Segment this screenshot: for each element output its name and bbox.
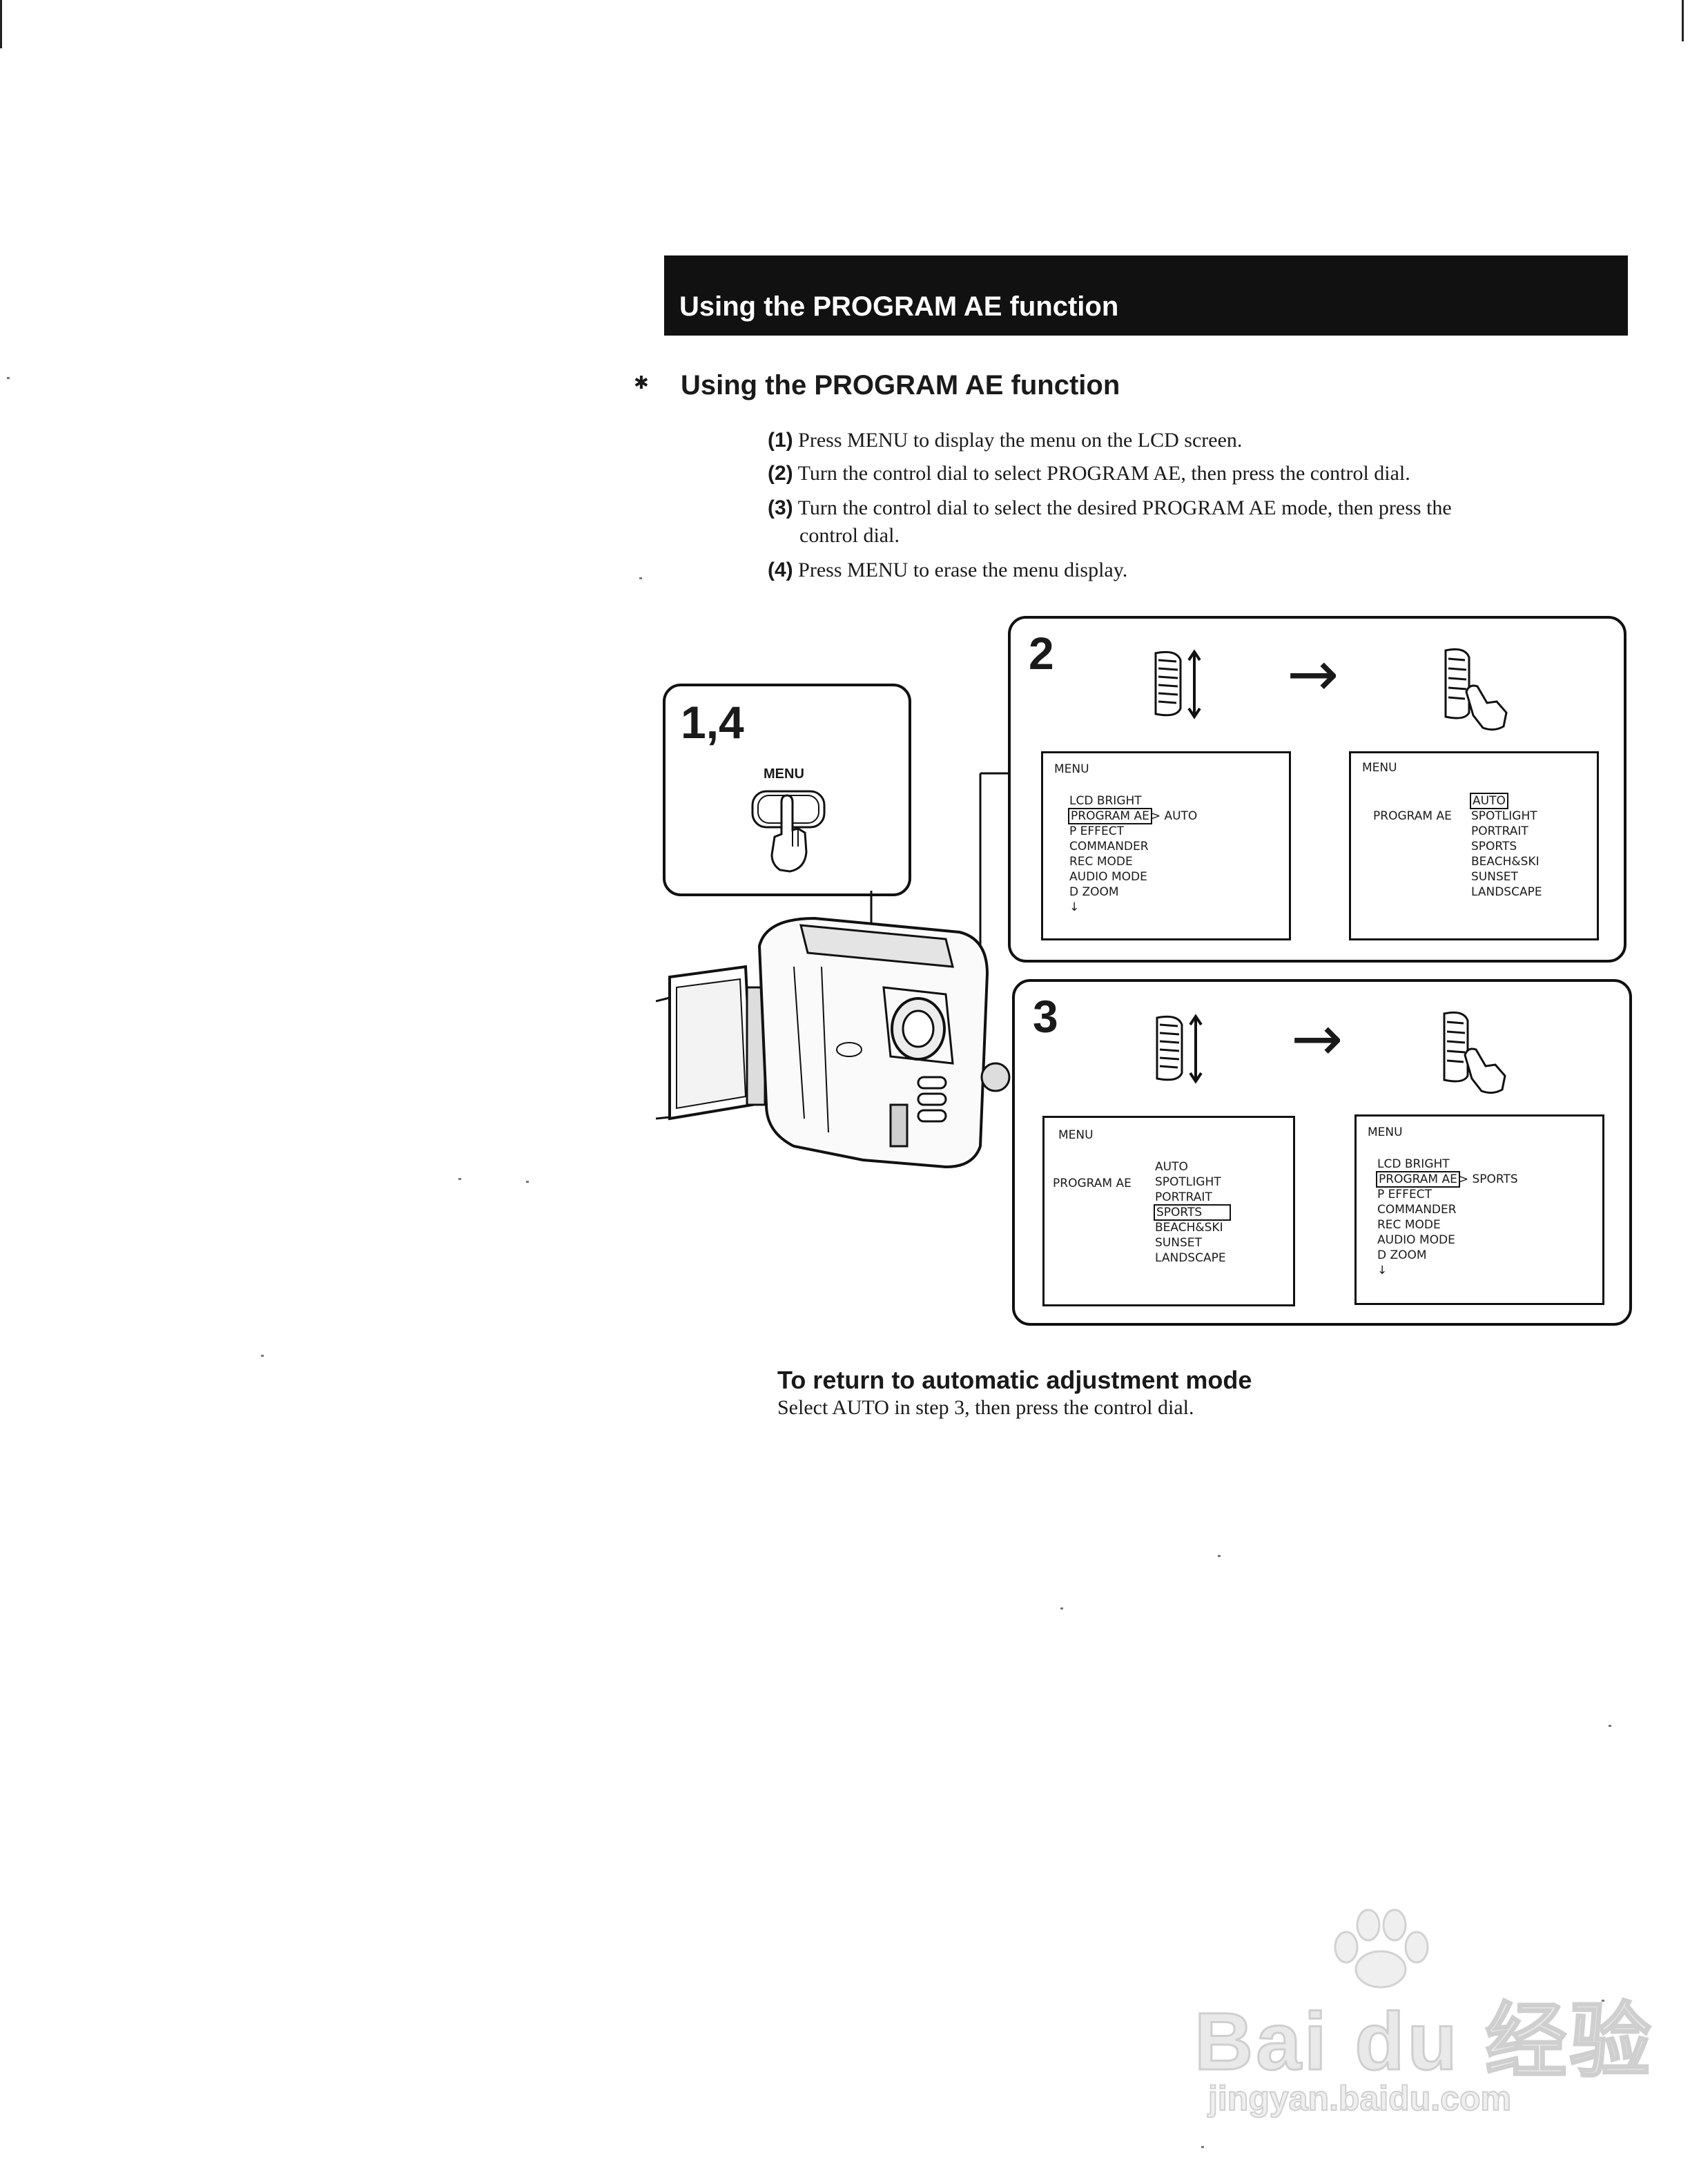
watermark-logo: Bai du 经验 bbox=[1193, 1995, 1654, 2089]
control-dial-press-icon bbox=[1443, 1011, 1506, 1094]
menu-item: LCD BRIGHT bbox=[1069, 794, 1142, 808]
menu-item: D ZOOM bbox=[1069, 885, 1119, 899]
option: SPORTS bbox=[1471, 840, 1517, 853]
menu-screen-3a: MENU PROGRAM AE AUTO SPOTLIGHT PORTRAIT … bbox=[1042, 1116, 1295, 1306]
paw-watermark-icon bbox=[1334, 1908, 1429, 1989]
menu-button-label: MENU bbox=[764, 766, 804, 782]
option: AUTO bbox=[1155, 1160, 1188, 1174]
scroll-down-arrow-icon: ↓ bbox=[1069, 900, 1080, 914]
step-box-3: 3 → MENU PROGRAM AE AUTO SPOTLIGHT PORTR… bbox=[1012, 979, 1632, 1326]
menu-label: PROGRAM AE bbox=[1373, 809, 1452, 823]
menu-screen-3b: MENU LCD BRIGHT PROGRAM AE> SPORTS P EFF… bbox=[1354, 1114, 1604, 1305]
step-text: Turn the control dial to select PROGRAM … bbox=[797, 462, 1410, 485]
arrow-right-icon: → bbox=[1287, 638, 1339, 711]
step-text: Turn the control dial to select the desi… bbox=[797, 496, 1452, 519]
step-number: (1) bbox=[768, 429, 793, 452]
return-mode-text: Select AUTO in step 3, then press the co… bbox=[777, 1396, 1194, 1419]
bullet-star-icon: ✱ bbox=[634, 373, 649, 394]
cursor-arrow-icon: > bbox=[1150, 809, 1161, 823]
menu-item: AUDIO MODE bbox=[1069, 870, 1147, 884]
step-3: (3) Turn the control dial to select the … bbox=[768, 494, 1452, 550]
step-box-label: 2 bbox=[1029, 628, 1054, 679]
crop-mark bbox=[1682, 0, 1684, 41]
step-number: (2) bbox=[768, 462, 793, 485]
menu-item: REC MODE bbox=[1377, 1218, 1441, 1232]
control-dial-turn-icon bbox=[1156, 1014, 1203, 1084]
screen-title: MENU bbox=[1362, 761, 1397, 775]
option: PORTRAIT bbox=[1471, 824, 1528, 838]
step-number: (3) bbox=[768, 496, 793, 519]
screen-title: MENU bbox=[1368, 1125, 1403, 1139]
menu-label: PROGRAM AE bbox=[1053, 1177, 1131, 1190]
header-title: Using the PROGRAM AE function bbox=[679, 291, 1119, 322]
control-dial-turn-icon bbox=[1154, 649, 1201, 719]
cursor-arrow-icon: > bbox=[1458, 1172, 1469, 1186]
screen-title: MENU bbox=[1054, 762, 1089, 776]
option: LANDSCAPE bbox=[1155, 1251, 1226, 1265]
step-text-continued: control dial. bbox=[799, 524, 900, 547]
menu-item: REC MODE bbox=[1069, 855, 1133, 869]
step-text: Press MENU to display the menu on the LC… bbox=[798, 429, 1243, 452]
section-title: Using the PROGRAM AE function bbox=[681, 370, 1120, 400]
option-selected: AUTO bbox=[1470, 793, 1508, 809]
menu-screen-2b: MENU PROGRAM AE AUTO SPOTLIGHT PORTRAIT … bbox=[1349, 751, 1599, 940]
menu-item: D ZOOM bbox=[1377, 1248, 1427, 1262]
option-selected: SPORTS bbox=[1153, 1204, 1232, 1221]
menu-item: LCD BRIGHT bbox=[1377, 1157, 1450, 1171]
menu-item: P EFFECT bbox=[1069, 824, 1124, 838]
crop-mark bbox=[0, 0, 2, 48]
step-2: (2) Turn the control dial to select PROG… bbox=[768, 460, 1410, 487]
option: PORTRAIT bbox=[1155, 1190, 1212, 1204]
option: SUNSET bbox=[1155, 1236, 1202, 1250]
camcorder-illustration bbox=[656, 772, 1011, 1169]
menu-item: P EFFECT bbox=[1377, 1188, 1432, 1201]
return-mode-heading: To return to automatic adjustment mode bbox=[777, 1366, 1252, 1394]
step-number: (4) bbox=[768, 559, 793, 581]
option: SUNSET bbox=[1471, 870, 1518, 884]
menu-screen-2a: MENU LCD BRIGHT PROGRAM AE> AUTO P EFFEC… bbox=[1041, 751, 1291, 940]
screen-title: MENU bbox=[1058, 1128, 1094, 1142]
scroll-down-arrow-icon: ↓ bbox=[1377, 1264, 1388, 1277]
watermark-url: jingyan.baidu.com bbox=[1207, 2078, 1512, 2118]
menu-item: COMMANDER bbox=[1069, 840, 1149, 853]
option: BEACH&SKI bbox=[1471, 855, 1540, 869]
option: SPOTLIGHT bbox=[1471, 809, 1537, 823]
step-4: (4) Press MENU to erase the menu display… bbox=[768, 557, 1127, 584]
section-header-bar: Using the PROGRAM AE function bbox=[664, 255, 1628, 336]
step-box-label: 1,4 bbox=[681, 697, 744, 748]
arrow-right-icon: → bbox=[1291, 1003, 1343, 1075]
menu-item: AUDIO MODE bbox=[1377, 1233, 1455, 1247]
step-text: Press MENU to erase the menu display. bbox=[798, 559, 1128, 581]
menu-item-value: AUTO bbox=[1164, 809, 1198, 823]
option: BEACH&SKI bbox=[1155, 1221, 1223, 1235]
menu-item: COMMANDER bbox=[1377, 1203, 1457, 1217]
step-box-2: 2 → MENU LCD BRIGHT PROGRAM AE> AUTO P E… bbox=[1008, 616, 1626, 963]
menu-item-value: SPORTS bbox=[1472, 1172, 1518, 1186]
step-box-1-4: 1,4 MENU bbox=[663, 684, 911, 896]
menu-button-press-icon bbox=[751, 790, 826, 873]
menu-item-selected: PROGRAM AE bbox=[1376, 1171, 1460, 1188]
step-box-label: 3 bbox=[1033, 991, 1058, 1042]
option: LANDSCAPE bbox=[1471, 885, 1542, 899]
control-dial-press-icon bbox=[1444, 648, 1508, 731]
option: SPOTLIGHT bbox=[1155, 1175, 1221, 1189]
menu-item-selected: PROGRAM AE bbox=[1068, 808, 1152, 824]
step-1: (1) Press MENU to display the menu on th… bbox=[768, 427, 1242, 454]
